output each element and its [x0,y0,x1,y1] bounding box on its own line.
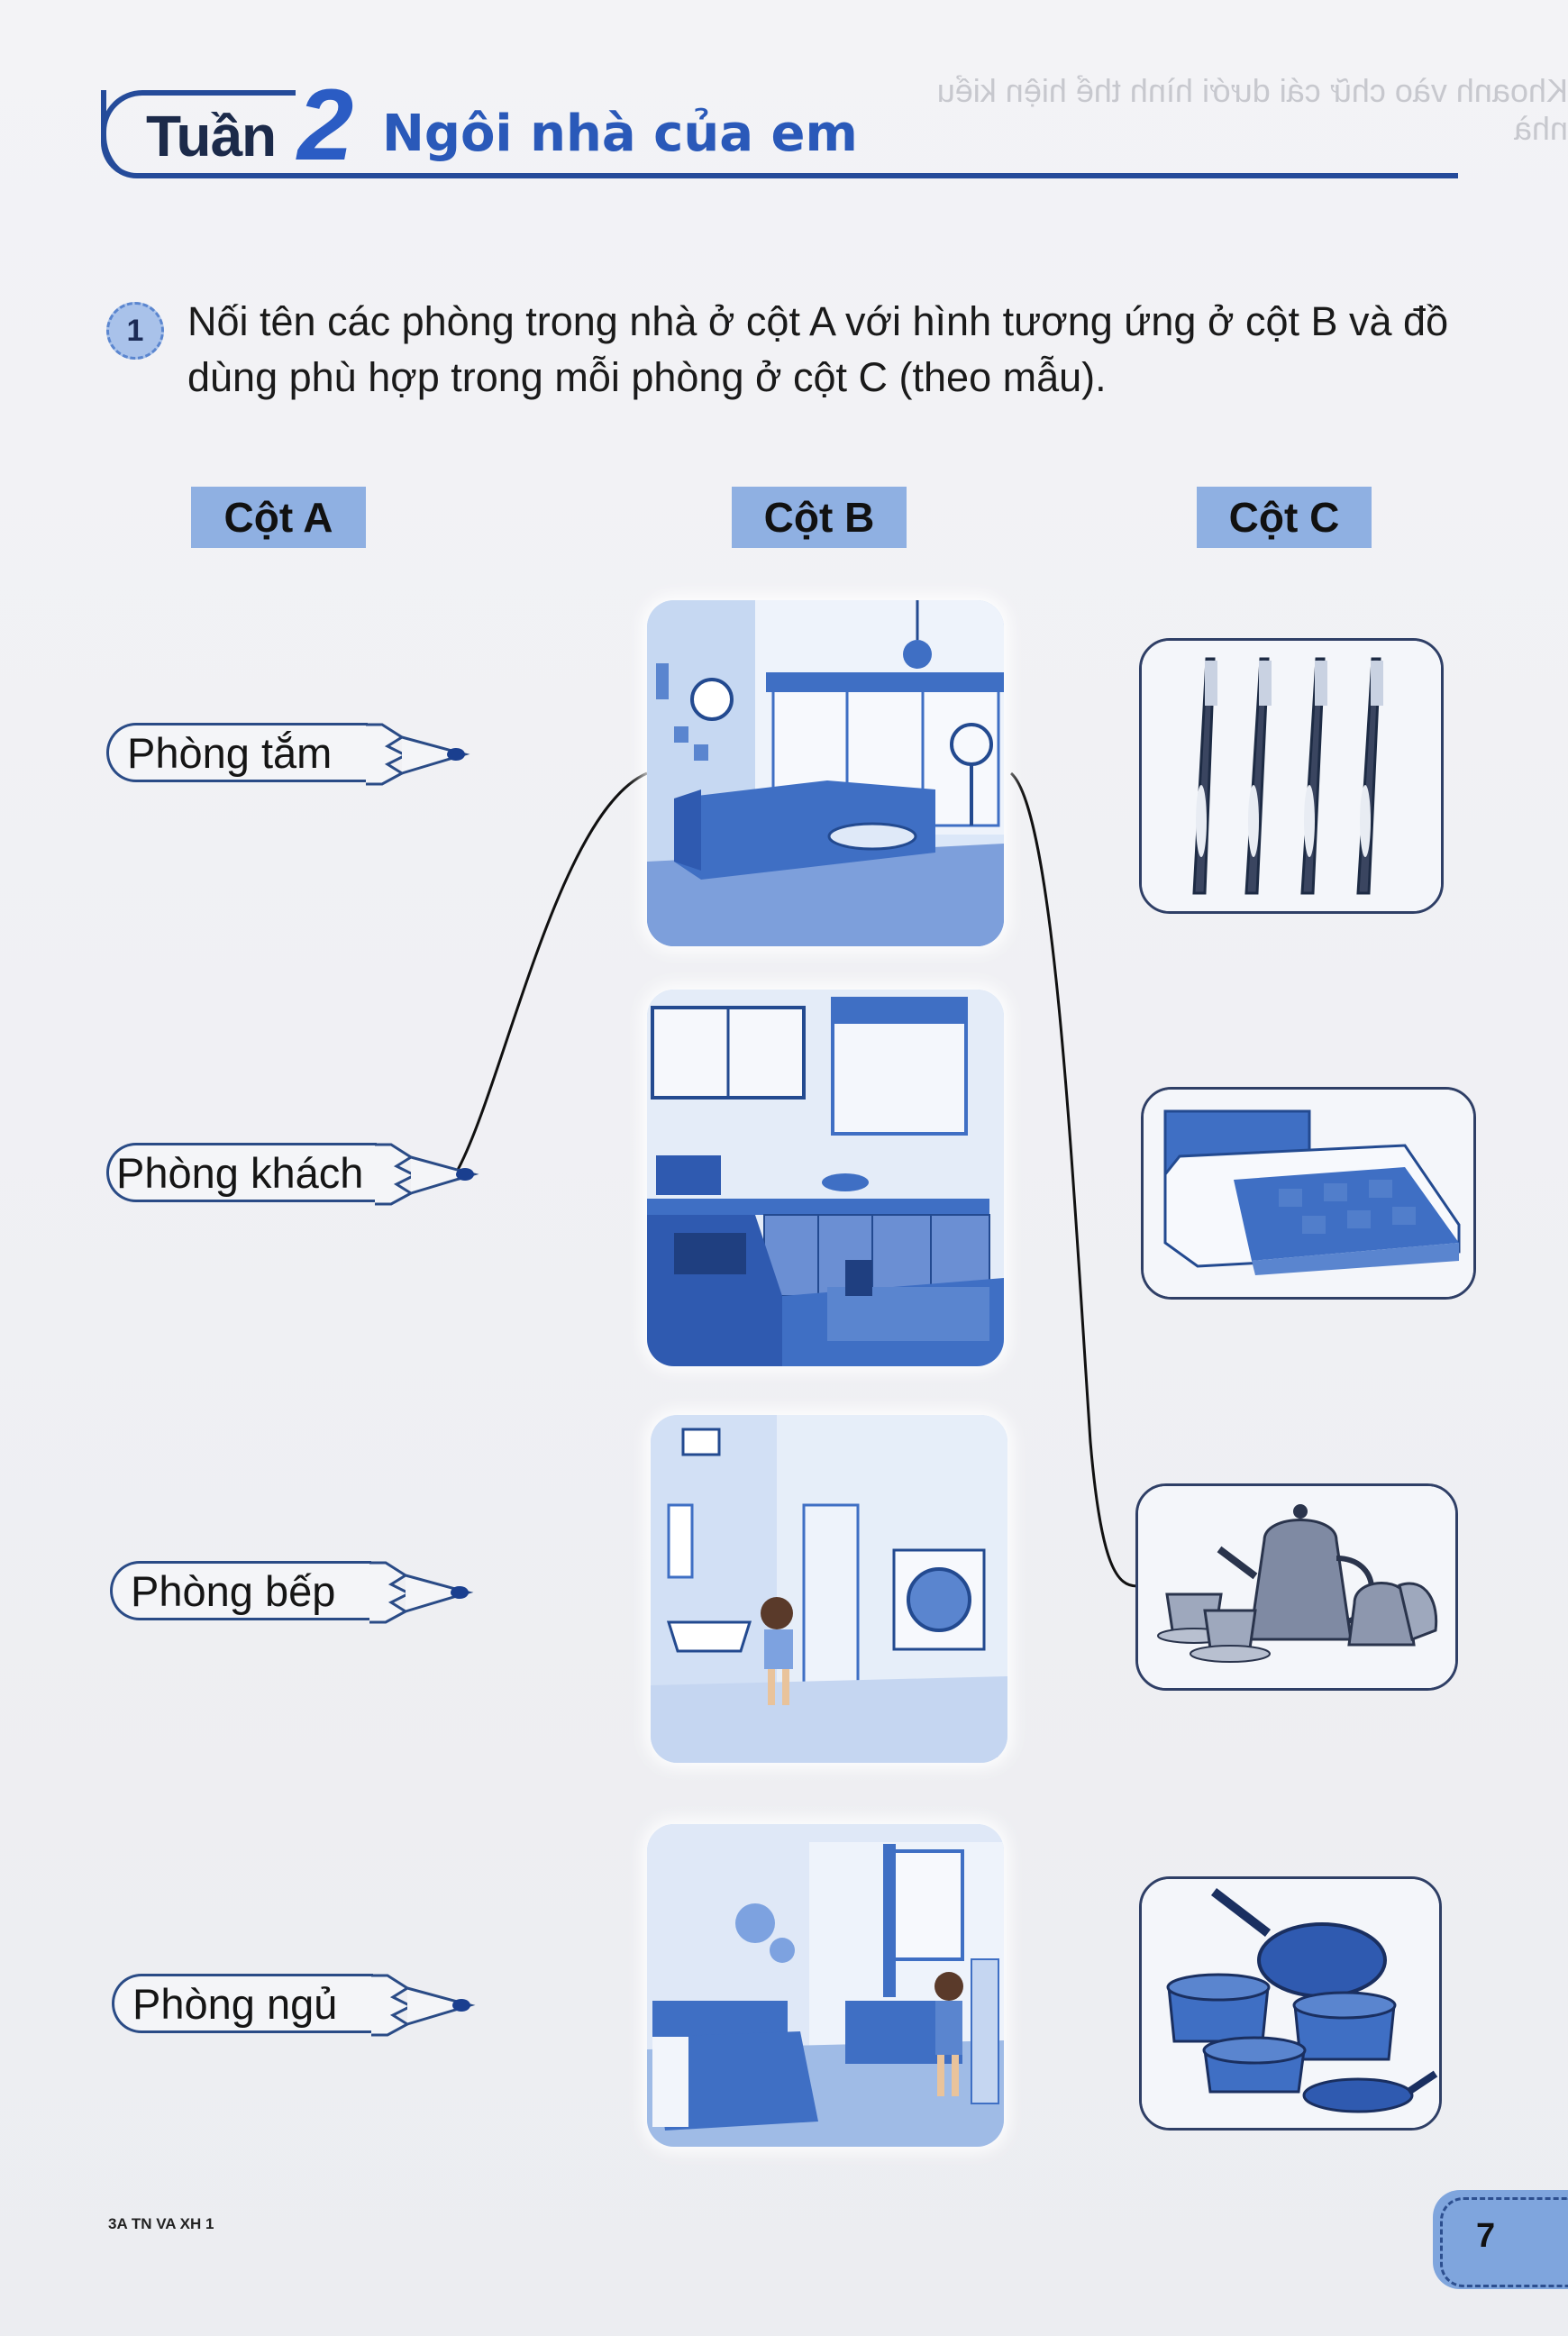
pencil-label-text: Phòng khách [106,1143,377,1202]
pencil-label-kitchen[interactable]: Phòng bếp [110,1561,474,1624]
pencil-tip-icon [369,1561,474,1624]
pencil-tip-icon [371,1974,476,2037]
column-c-header: Cột C [1197,487,1372,548]
living-room-image[interactable] [647,600,1004,946]
exercise-number-badge: 1 [106,302,164,360]
week-label: Tuần [146,104,277,169]
tea-set-image[interactable] [1135,1483,1458,1691]
bedroom-image[interactable] [647,1824,1004,2147]
page-number-border [1440,2197,1568,2287]
pencil-label-text: Phòng bếp [110,1561,371,1620]
pencil-label-text: Phòng ngủ [112,1974,373,2033]
unit-header: Tuần 2 Ngôi nhà của em [101,68,1458,181]
exercise-instruction: Nối tên các phòng trong nhà ở cột A với … [187,298,1449,400]
week-number: 2 [297,68,354,181]
kitchen-image[interactable] [647,990,1004,1366]
column-a-header: Cột A [191,487,366,548]
pencil-label-bedroom[interactable]: Phòng ngủ [112,1974,476,2037]
column-b-header: Cột B [732,487,907,548]
header-arc [101,90,296,177]
pencil-label-text: Phòng tắm [106,723,368,782]
book-code: 3A TN VA XH 1 [108,2215,214,2232]
page-number-tab: 7 [1433,2190,1568,2289]
pencil-label-living-room[interactable]: Phòng khách [106,1143,479,1206]
toothbrushes-image[interactable] [1139,638,1444,914]
pencil-tip-icon [375,1143,479,1206]
cookware-image[interactable] [1139,1876,1442,2131]
bathroom-image[interactable] [651,1415,1007,1763]
unit-title: Ngôi nhà của em [382,105,858,163]
pencil-label-bathroom[interactable]: Phòng tắm [106,723,470,786]
bed-image[interactable] [1141,1087,1476,1300]
pencil-tip-icon [366,723,470,786]
page-number: 7 [1476,2217,1496,2255]
